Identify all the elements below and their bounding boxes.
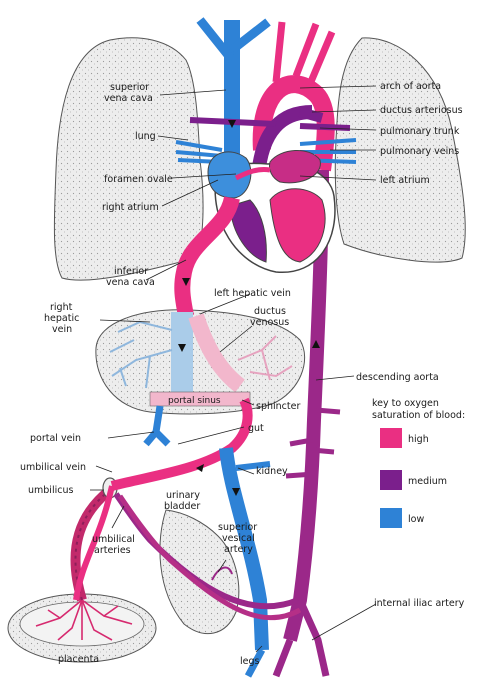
label-portal-sinus: portal sinus — [168, 396, 221, 406]
label-gut: gut — [248, 423, 264, 434]
ductus-arteriosus-vessel — [298, 107, 324, 123]
aortic-side-branches — [289, 407, 341, 455]
label-right-hepatic-vein-2: hepatic — [44, 313, 79, 324]
label-ductus-venosus-2: venosus — [250, 317, 289, 328]
leg-veins — [244, 648, 266, 678]
label-foramen-ovale: foramen ovale — [104, 174, 173, 185]
oxygen-key: key to oxygen saturation of blood: high … — [372, 398, 465, 528]
label-pulmonary-veins: pulmonary veins — [380, 146, 459, 157]
liver — [95, 309, 306, 415]
label-superior-vena-cava-2: vena cava — [104, 93, 153, 104]
label-lung: lung — [135, 131, 156, 142]
urinary-bladder — [159, 509, 240, 634]
left-ventricle — [269, 188, 326, 263]
label-superior-vesical-artery-3: artery — [224, 544, 253, 555]
label-inferior-vena-cava-1: inferior — [114, 266, 148, 277]
brachiocephalic-veins — [196, 17, 271, 63]
label-urinary-bladder-1: urinary — [166, 490, 200, 501]
label-umbilical-arteries-2: arteries — [94, 545, 131, 556]
label-kidney: kidney — [256, 466, 288, 477]
right-atrium — [207, 151, 252, 199]
key-swatch-low — [380, 508, 402, 528]
label-right-atrium: right atrium — [102, 202, 159, 213]
leader-lines — [90, 85, 377, 653]
superior-vesical-artery-vessel — [211, 566, 233, 581]
label-portal-vein: portal vein — [30, 433, 81, 444]
umbilical-vein-lower — [73, 485, 115, 601]
label-left-atrium: left atrium — [380, 175, 430, 186]
aortic-branches — [272, 21, 336, 86]
label-ductus-arteriosus: ductus arteriosus — [380, 105, 463, 116]
left-hepatic-branches — [237, 335, 293, 381]
ductus-venosus-vessel — [188, 313, 246, 393]
label-umbilical-arteries-1: umbilical — [92, 534, 135, 545]
left-lung — [334, 37, 466, 263]
leg-arteries — [272, 598, 330, 678]
label-left-hepatic-vein: left hepatic vein — [214, 288, 291, 299]
label-superior-vesical-artery-1: superior — [218, 522, 257, 533]
portal-sinus-band — [149, 391, 251, 407]
renal-artery — [285, 471, 315, 479]
right-ventricle — [229, 199, 267, 263]
label-ductus-venosus-1: ductus — [254, 306, 286, 317]
umbilical-cord-twist — [74, 489, 111, 601]
key-swatch-medium — [380, 470, 402, 490]
label-superior-vena-cava-1: superior — [110, 82, 149, 93]
lower-inferior-vena-cava — [219, 447, 269, 651]
label-inferior-vena-cava-2: vena cava — [106, 277, 155, 288]
key-label-medium: medium — [408, 476, 447, 487]
label-arch-of-aorta: arch of aorta — [380, 81, 441, 92]
label-internal-iliac-artery: internal iliac artery — [374, 598, 465, 609]
label-legs: legs — [240, 656, 260, 667]
key-label-low: low — [408, 514, 424, 525]
label-placenta: placenta — [58, 654, 99, 665]
key-title-2: saturation of blood: — [372, 410, 465, 421]
label-right-hepatic-vein-3: vein — [52, 324, 72, 335]
flow-arrows — [178, 120, 320, 496]
key-swatch-high — [380, 428, 402, 448]
label-sphincter: sphincter — [256, 401, 300, 412]
umbilical-artery-right — [117, 494, 302, 621]
key-title-1: key to oxygen — [372, 398, 439, 409]
label-superior-vesical-artery-2: vesical — [222, 533, 255, 544]
label-umbilical-vein: umbilical vein — [20, 462, 86, 473]
arch-of-aorta — [252, 75, 335, 172]
label-pulmonary-trunk: pulmonary trunk — [380, 126, 460, 137]
placenta-vessels — [35, 599, 133, 641]
label-right-hepatic-vein-1: right — [50, 302, 73, 313]
portal-vein-vessel — [143, 405, 171, 447]
label-urinary-bladder-2: bladder — [164, 501, 200, 512]
foramen-ovale-flow — [234, 167, 271, 181]
inferior-vena-cava — [174, 195, 240, 318]
key-label-high: high — [408, 434, 429, 445]
renal-vein — [235, 461, 271, 471]
label-umbilicus: umbilicus — [28, 485, 73, 496]
label-descending-aorta: descending aorta — [356, 372, 439, 383]
